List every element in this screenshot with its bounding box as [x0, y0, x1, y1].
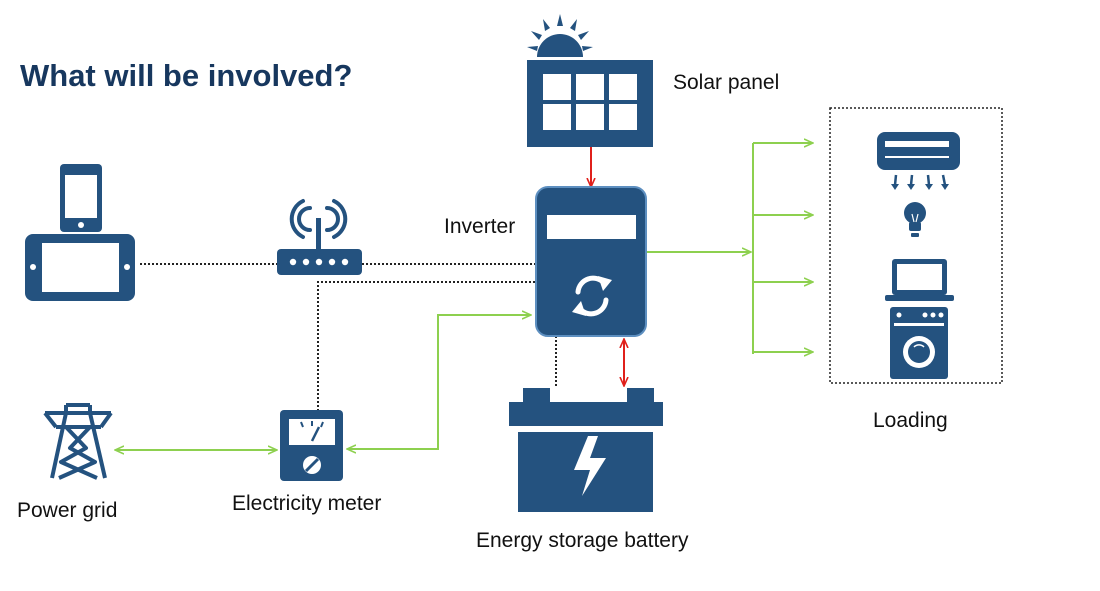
battery-icon: [509, 388, 663, 512]
comm-lines: [140, 263, 557, 412]
label-inverter: Inverter: [444, 215, 516, 238]
inverter-icon: [535, 186, 647, 337]
label-loading: Loading: [873, 409, 948, 432]
laptop-icon: [885, 259, 954, 301]
solar-panel-icon: [527, 60, 653, 147]
power-flow-lines: [116, 143, 812, 450]
label-power-grid: Power grid: [17, 499, 118, 522]
light-bulb-icon: [904, 202, 926, 237]
label-electricity-meter: Electricity meter: [232, 492, 382, 515]
sun-icon: [527, 14, 593, 57]
page-title: What will be involved?: [20, 58, 353, 93]
transmission-tower-icon: [43, 403, 113, 480]
air-conditioner-icon: [877, 132, 960, 190]
battery-flow-lines: [591, 147, 624, 385]
washing-machine-icon: [890, 307, 948, 379]
tablet-icon: [25, 234, 135, 301]
phone-icon: [60, 164, 102, 232]
meter-icon: [280, 410, 343, 481]
label-battery: Energy storage battery: [476, 529, 689, 552]
label-solar-panel: Solar panel: [673, 71, 780, 94]
loading-box: [829, 107, 1003, 384]
router-icon: [277, 199, 362, 275]
